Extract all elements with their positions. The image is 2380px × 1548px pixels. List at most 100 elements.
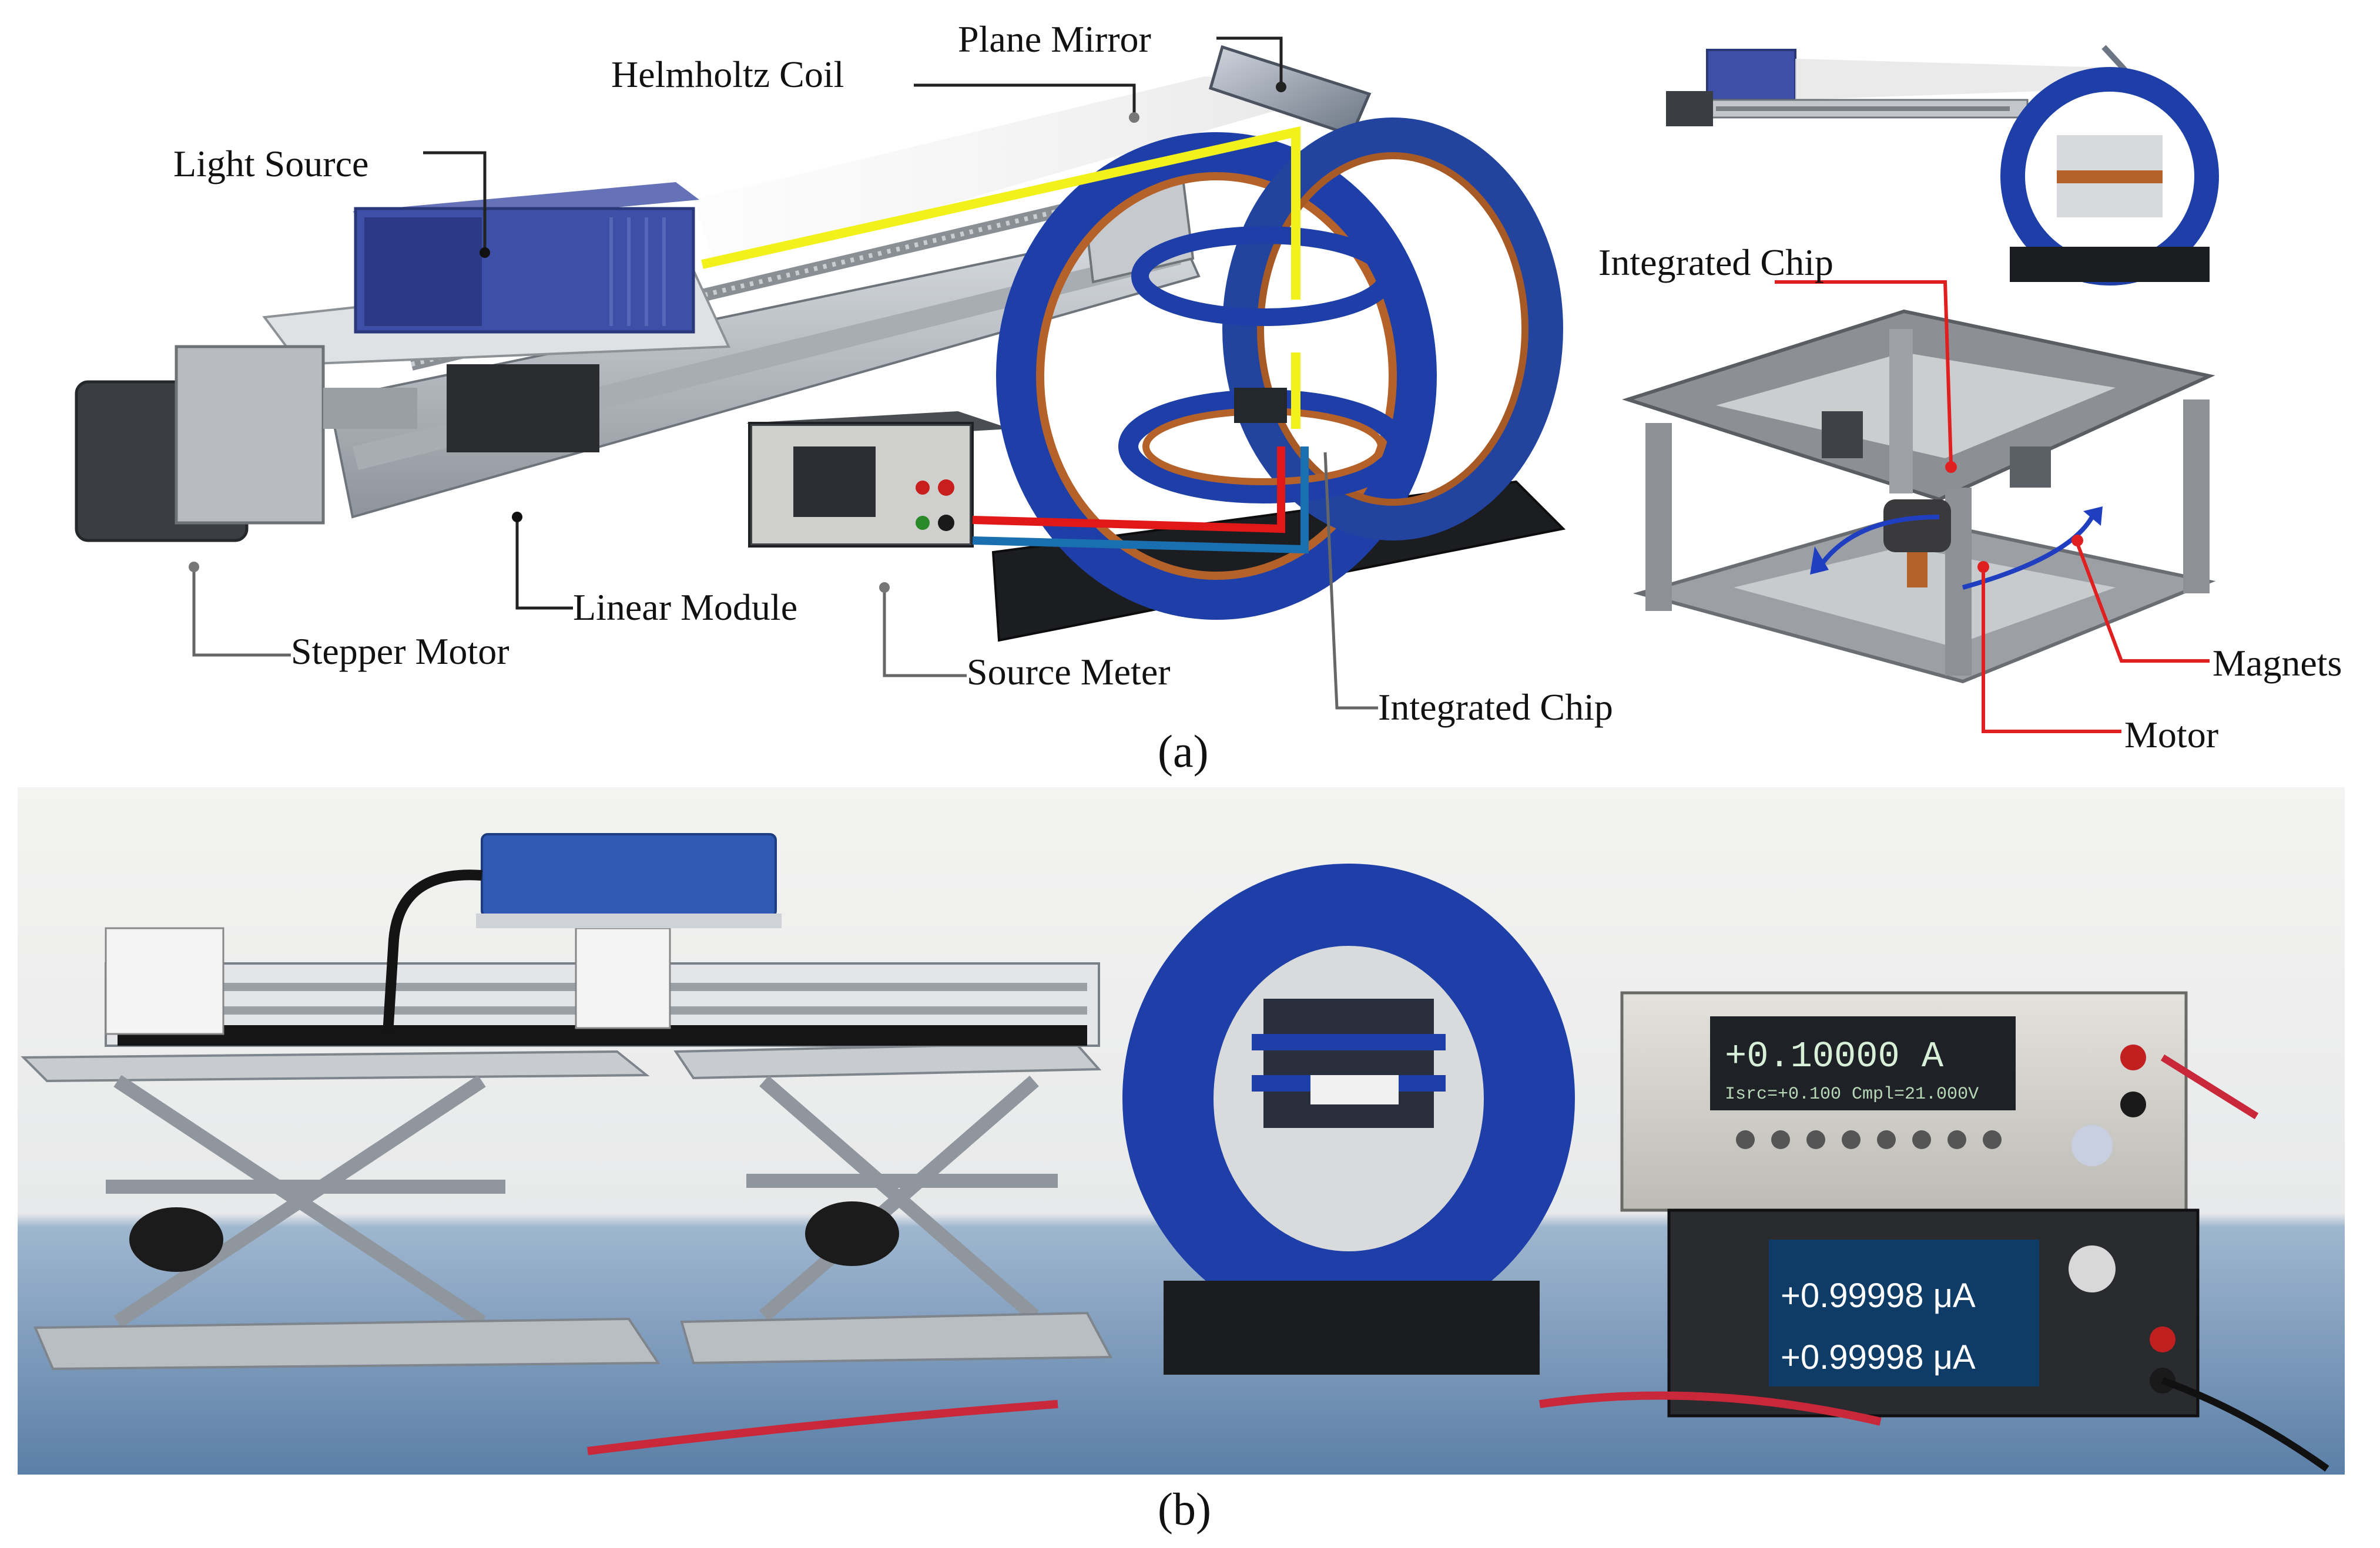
helmholtz-ring-back-copper — [1257, 152, 1528, 506]
meter-bottom-reading-1: +0.99998 μA — [1781, 1277, 1976, 1315]
probe-wire-black — [2161, 1377, 2329, 1472]
chip-stage-render: Integrated Chip Magnets Motor — [1598, 241, 2342, 755]
meter-bottom-jack — [2150, 1327, 2175, 1352]
photo-motor-bracket — [105, 927, 224, 1035]
photo-meter-top-screen — [1710, 1016, 2016, 1110]
lift-table-right-scissor — [746, 1075, 1058, 1322]
meter-button — [1736, 1130, 1755, 1149]
leader-dot — [2071, 535, 2083, 546]
label-helmholtz-coil: Helmholtz Coil — [611, 53, 844, 95]
leader-stepper-motor — [192, 570, 291, 657]
label-linear-module: Linear Module — [573, 586, 797, 628]
overview-base — [2010, 247, 2210, 282]
negative-wire — [972, 446, 1309, 554]
label-source-meter: Source Meter — [967, 651, 1171, 693]
photo-light-source — [481, 833, 777, 918]
meter-top-buttons — [1736, 1130, 2002, 1149]
overview-coil-copper — [2057, 170, 2163, 183]
meter-top-knob — [2071, 1125, 2113, 1166]
stage-top-opening — [1716, 352, 2116, 458]
photo-chip — [1310, 1075, 1399, 1104]
stage-post — [2183, 399, 2210, 593]
label-light-source: Light Source — [173, 143, 368, 184]
lift-table-left-top — [21, 1050, 650, 1083]
meter-bottom-knob — [2069, 1245, 2116, 1292]
leader-dot — [879, 582, 890, 593]
photo-carriage — [575, 927, 671, 1029]
leader-dot — [1977, 561, 1989, 573]
label-stepper-motor: Stepper Motor — [291, 630, 509, 672]
overview-motor — [1666, 91, 1713, 126]
overview-light-source — [1706, 49, 1796, 101]
leader-dot — [512, 512, 522, 522]
leader-dot — [189, 562, 199, 572]
meter-button — [1947, 1130, 1966, 1149]
leader-helmholtz-coil — [914, 83, 1136, 117]
photo-light-plate — [476, 914, 782, 928]
stage-bottom-opening — [1734, 546, 2116, 646]
meter-button — [1983, 1130, 2002, 1149]
leader-dot — [1945, 461, 1957, 473]
stage-post — [1889, 329, 1913, 493]
caption-a: (a) — [1158, 726, 1209, 777]
leader-dot — [480, 247, 490, 258]
caption-b: (b) — [1158, 1483, 1211, 1534]
light-path — [701, 126, 1300, 300]
source-meter-jack — [916, 516, 930, 530]
stage-magnet — [2010, 446, 2051, 488]
inner-coil-top — [1131, 226, 1396, 326]
leader-dot — [1276, 82, 1286, 92]
inner-chip-block — [1234, 388, 1287, 423]
rotation-arrow-right — [1962, 515, 2094, 590]
probe-wire-red — [1539, 1391, 1882, 1426]
rotation-arrow-left — [1819, 515, 1940, 566]
meter-button — [1877, 1130, 1896, 1149]
meter-top-subline: Isrc=+0.100 Cmpl=21.000V — [1725, 1084, 1979, 1104]
leader-dot — [1129, 112, 1139, 123]
leader-plane-mirror — [1216, 36, 1283, 85]
stepper-motor-shaft — [323, 388, 417, 429]
stage-post — [1645, 423, 1672, 611]
label-plane-mirror: Plane Mirror — [958, 18, 1151, 60]
photo-coil-stand — [1164, 1281, 1540, 1375]
helmholtz-ring-back — [1222, 117, 1563, 540]
lift-table-left-scissor — [106, 1074, 505, 1328]
leader-light-source — [423, 151, 487, 250]
label-integrated-chip-bottom: Integrated Chip — [1378, 686, 1613, 728]
source-meter-jack — [938, 479, 954, 496]
positive-wire — [972, 446, 1285, 533]
source-meter-jack — [938, 515, 954, 531]
label-motor: Motor — [2124, 714, 2218, 755]
photo-meter-bottom-screen — [1769, 1240, 2039, 1386]
leader-motor — [1982, 570, 2121, 733]
helmholtz-ring-copper — [1036, 172, 1397, 580]
lift-knob — [129, 1207, 223, 1272]
source-meter-screen — [793, 446, 876, 517]
meter-button — [1842, 1130, 1861, 1149]
stepper-motor-front — [175, 345, 325, 525]
light-beam — [693, 76, 1334, 270]
label-magnets: Magnets — [2213, 642, 2342, 684]
stage-motor — [1883, 499, 1951, 552]
lift-knob — [805, 1201, 899, 1266]
meter-top-display: +0.10000 A — [1725, 1036, 1944, 1077]
photo-chip-holder-layer — [1252, 1034, 1446, 1050]
overview-render — [1666, 45, 2219, 286]
rotation-arrowhead — [1810, 546, 1829, 575]
meter-button — [1771, 1130, 1790, 1149]
leader-linear-module — [515, 520, 573, 610]
meter-top-jack — [2120, 1092, 2146, 1117]
lift-table-right-base — [680, 1311, 1113, 1365]
meter-button — [1912, 1130, 1931, 1149]
panel-b-photo: +0.10000 A Isrc=+0.100 Cmpl=21.000V +0.9… — [18, 787, 2345, 1534]
photo-cable — [383, 869, 482, 1035]
label-integrated-chip-right: Integrated Chip — [1598, 241, 1833, 283]
probe-wire-red — [2160, 1054, 2259, 1120]
leader-integrated-chip-right — [1775, 280, 1953, 465]
lift-table-left-base — [33, 1317, 661, 1371]
leader-source-meter — [883, 590, 967, 677]
meter-top-jack — [2120, 1045, 2146, 1070]
meter-button — [1806, 1130, 1825, 1149]
stage-magnet — [1822, 411, 1863, 458]
